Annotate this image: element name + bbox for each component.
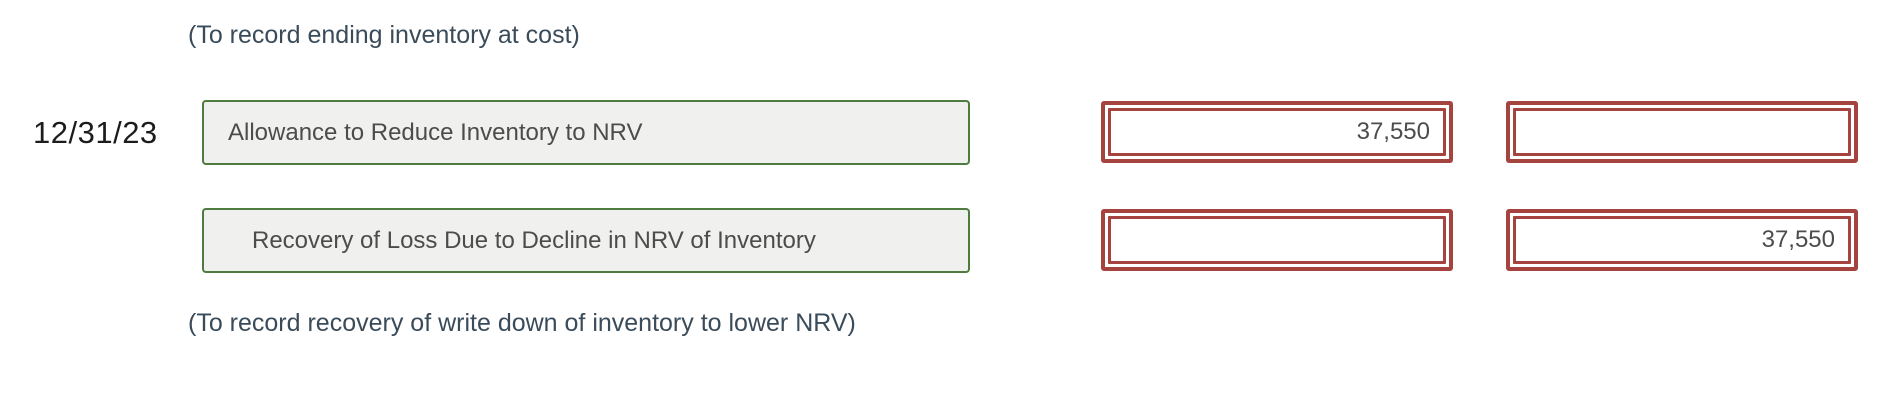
debit-amount-field-row1[interactable]: 37,550 [1101, 101, 1453, 163]
memo-recovery-writedown: (To record recovery of write down of inv… [188, 309, 856, 337]
account-field-row2-label: Recovery of Loss Due to Decline in NRV o… [252, 226, 816, 254]
account-field-row2[interactable]: Recovery of Loss Due to Decline in NRV o… [202, 208, 970, 273]
account-field-row1[interactable]: Allowance to Reduce Inventory to NRV [202, 100, 970, 165]
account-field-row1-label: Allowance to Reduce Inventory to NRV [228, 118, 643, 146]
debit-amount-value-row1[interactable]: 37,550 [1108, 108, 1446, 156]
memo-ending-inventory: (To record ending inventory at cost) [188, 21, 580, 49]
credit-amount-field-row2[interactable]: 37,550 [1506, 209, 1858, 271]
credit-amount-field-row1[interactable] [1506, 101, 1858, 163]
credit-amount-value-row1[interactable] [1513, 108, 1851, 156]
debit-amount-value-row2[interactable] [1108, 216, 1446, 264]
debit-amount-field-row2[interactable] [1101, 209, 1453, 271]
credit-amount-value-row2[interactable]: 37,550 [1513, 216, 1851, 264]
entry-date: 12/31/23 [33, 114, 158, 150]
